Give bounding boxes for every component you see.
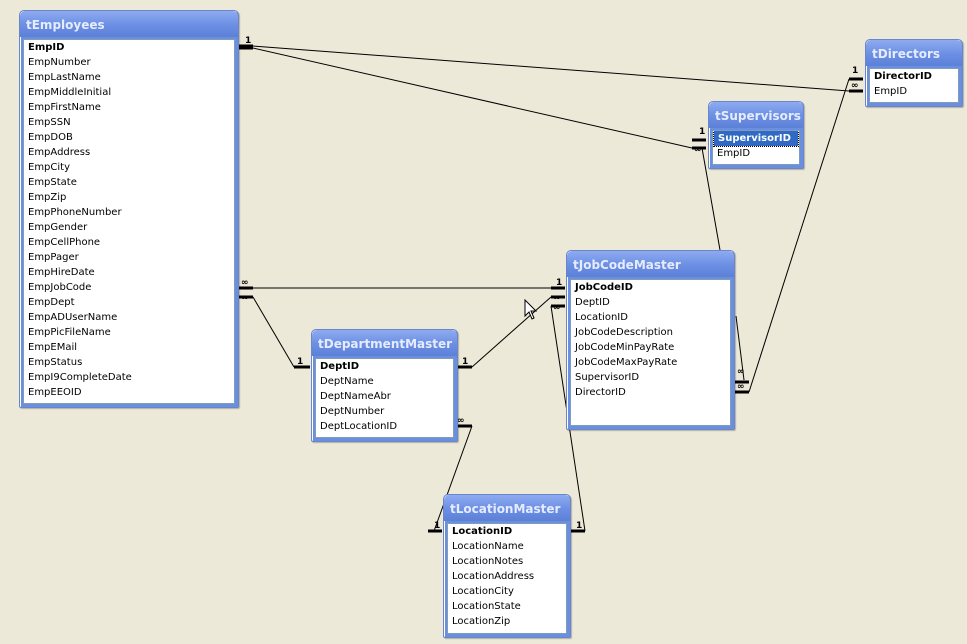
relationship-7-card-one: 1 (852, 66, 858, 76)
field-tEmployees-EmpAddress[interactable]: EmpAddress (28, 147, 91, 158)
relationship-8-connector (433, 425, 473, 532)
field-tEmployees-EmpID[interactable]: EmpID (28, 42, 65, 53)
field-tSupervisors-EmpID[interactable]: EmpID (717, 148, 751, 159)
relationship-3-card-one: 1 (556, 278, 562, 288)
field-tEmployees-EmpNumber[interactable]: EmpNumber (28, 57, 91, 68)
relationship-6-card-many: ∞ (737, 367, 745, 377)
table-title-tDirectors[interactable]: tDirectors (866, 40, 962, 66)
field-tLocationMaster-LocationState[interactable]: LocationState (452, 601, 521, 612)
field-tLocationMaster-LocationZip[interactable]: LocationZip (452, 616, 511, 627)
relationship-1-card-one: 1 (245, 36, 251, 46)
table-title-tEmployees[interactable]: tEmployees (20, 11, 238, 37)
relationship-1-card-many: ∞ (851, 81, 859, 91)
field-tEmployees-EmpADUserName[interactable]: EmpADUserName (28, 312, 118, 323)
field-tDepartmentMaster-DeptID[interactable]: DeptID (320, 361, 360, 372)
field-tJobCodeMaster-LocationID[interactable]: LocationID (575, 312, 628, 323)
relationship-4-connector (252, 296, 295, 368)
relationship-8-card-one: 1 (434, 521, 440, 531)
field-tEmployees-EmpZip[interactable]: EmpZip (28, 192, 67, 203)
field-tEmployees-EmpI9CompleteDate[interactable]: EmpI9CompleteDate (28, 372, 132, 383)
field-tEmployees-EmpCellPhone[interactable]: EmpCellPhone (28, 237, 101, 248)
field-tLocationMaster-LocationAddress[interactable]: LocationAddress (452, 571, 535, 582)
field-tJobCodeMaster-JobCodeMaxPayRate[interactable]: JobCodeMaxPayRate (575, 357, 678, 368)
field-tJobCodeMaster-JobCodeDescription[interactable]: JobCodeDescription (575, 327, 673, 338)
field-tDirectors-EmpID[interactable]: EmpID (874, 86, 908, 97)
field-tJobCodeMaster-JobCodeID[interactable]: JobCodeID (575, 282, 633, 293)
relationship-7-card-many: ∞ (737, 382, 745, 392)
table-title-tLocationMaster[interactable]: tLocationMaster (444, 495, 570, 521)
field-tEmployees-EmpEMail[interactable]: EmpEMail (28, 342, 78, 353)
field-tJobCodeMaster-DirectorID[interactable]: DirectorID (575, 387, 626, 398)
relationship-5-connector (471, 296, 552, 368)
relationship-7-connector (748, 78, 850, 393)
field-tJobCodeMaster-SupervisorID[interactable]: SupervisorID (575, 372, 640, 383)
table-title-tSupervisors[interactable]: tSupervisors (709, 102, 803, 128)
field-tEmployees-EmpFirstName[interactable]: EmpFirstName (28, 102, 101, 113)
field-tEmployees-EmpMiddleInitial[interactable]: EmpMiddleInitial (28, 87, 112, 98)
field-tEmployees-EmpStatus[interactable]: EmpStatus (28, 357, 83, 368)
field-tLocationMaster-LocationNotes[interactable]: LocationNotes (452, 556, 524, 567)
field-tDepartmentMaster-DeptNameAbr[interactable]: DeptNameAbr (320, 391, 391, 402)
table-title-tDepartmentMaster[interactable]: tDepartmentMaster (312, 330, 457, 356)
table-tJobCodeMaster[interactable]: tJobCodeMaster JobCodeID DeptID LocationID… (566, 250, 735, 430)
relationship-6-connector (701, 147, 721, 251)
mouse-pointer-icon (524, 299, 538, 320)
field-tEmployees-EmpGender[interactable]: EmpGender (28, 222, 88, 233)
field-tEmployees-EmpJobCode[interactable]: EmpJobCode (28, 282, 92, 293)
field-tLocationMaster-LocationCity[interactable]: LocationCity (452, 586, 514, 597)
field-tJobCodeMaster-JobCodeMinPayRate[interactable]: JobCodeMinPayRate (575, 342, 675, 353)
relationship-9-card-many: ∞ (553, 303, 561, 313)
relationship-6-connector-b (735, 315, 745, 381)
field-tEmployees-EmpLastName[interactable]: EmpLastName (28, 72, 101, 83)
field-tEmployees-EmpDOB[interactable]: EmpDOB (28, 132, 73, 143)
relationship-3-card-many: ∞ (241, 278, 249, 288)
table-tDirectors[interactable]: tDirectors DirectorID EmpID (865, 39, 963, 107)
field-list-tDirectors[interactable]: DirectorID EmpID (869, 68, 959, 103)
field-list-tJobCodeMaster[interactable]: JobCodeID DeptID LocationID JobCodeDescript… (570, 279, 731, 426)
table-title-tJobCodeMaster[interactable]: tJobCodeMaster (567, 251, 734, 277)
field-tEmployees-EmpPager[interactable]: EmpPager (28, 252, 79, 263)
relationship-8-card-many: ∞ (457, 416, 465, 426)
field-tEmployees-EmpState[interactable]: EmpState (28, 177, 77, 188)
field-tEmployees-EmpCity[interactable]: EmpCity (28, 162, 71, 173)
field-tDepartmentMaster-DeptLocationID[interactable]: DeptLocationID (320, 421, 398, 432)
relationship-2-connector (252, 47, 693, 149)
field-tEmployees-EmpHireDate[interactable]: EmpHireDate (28, 267, 95, 278)
field-tDepartmentMaster-DeptName[interactable]: DeptName (320, 376, 374, 387)
relationship-2-card-many: ∞ (694, 145, 702, 155)
field-tEmployees-EmpEEOID[interactable]: EmpEEOID (28, 387, 82, 398)
field-tDirectors-DirectorID[interactable]: DirectorID (874, 71, 932, 82)
relationship-1-connector (252, 45, 850, 92)
relationship-6-card-one: 1 (699, 127, 705, 137)
relationship-9-card-one: 1 (576, 521, 582, 531)
field-tEmployees-EmpDept[interactable]: EmpDept (28, 297, 75, 308)
relationship-5-card-many: ∞ (553, 293, 561, 303)
field-tEmployees-EmpPicFileName[interactable]: EmpPicFileName (28, 327, 111, 338)
field-tLocationMaster-LocationID[interactable]: LocationID (452, 526, 513, 537)
relationship-4-card-many: ∞ (241, 293, 249, 303)
field-tEmployees-EmpPhoneNumber[interactable]: EmpPhoneNumber (28, 207, 122, 218)
relationship-4-card-one: 1 (297, 357, 303, 367)
field-tLocationMaster-LocationName[interactable]: LocationName (452, 541, 524, 552)
field-tSupervisors-SupervisorID[interactable]: SupervisorID (713, 131, 799, 147)
field-tEmployees-EmpSSN[interactable]: EmpSSN (28, 117, 71, 128)
field-tJobCodeMaster-DeptID[interactable]: DeptID (575, 297, 610, 308)
relationship-5-card-one: 1 (462, 357, 468, 367)
field-tDepartmentMaster-DeptNumber[interactable]: DeptNumber (320, 406, 385, 417)
